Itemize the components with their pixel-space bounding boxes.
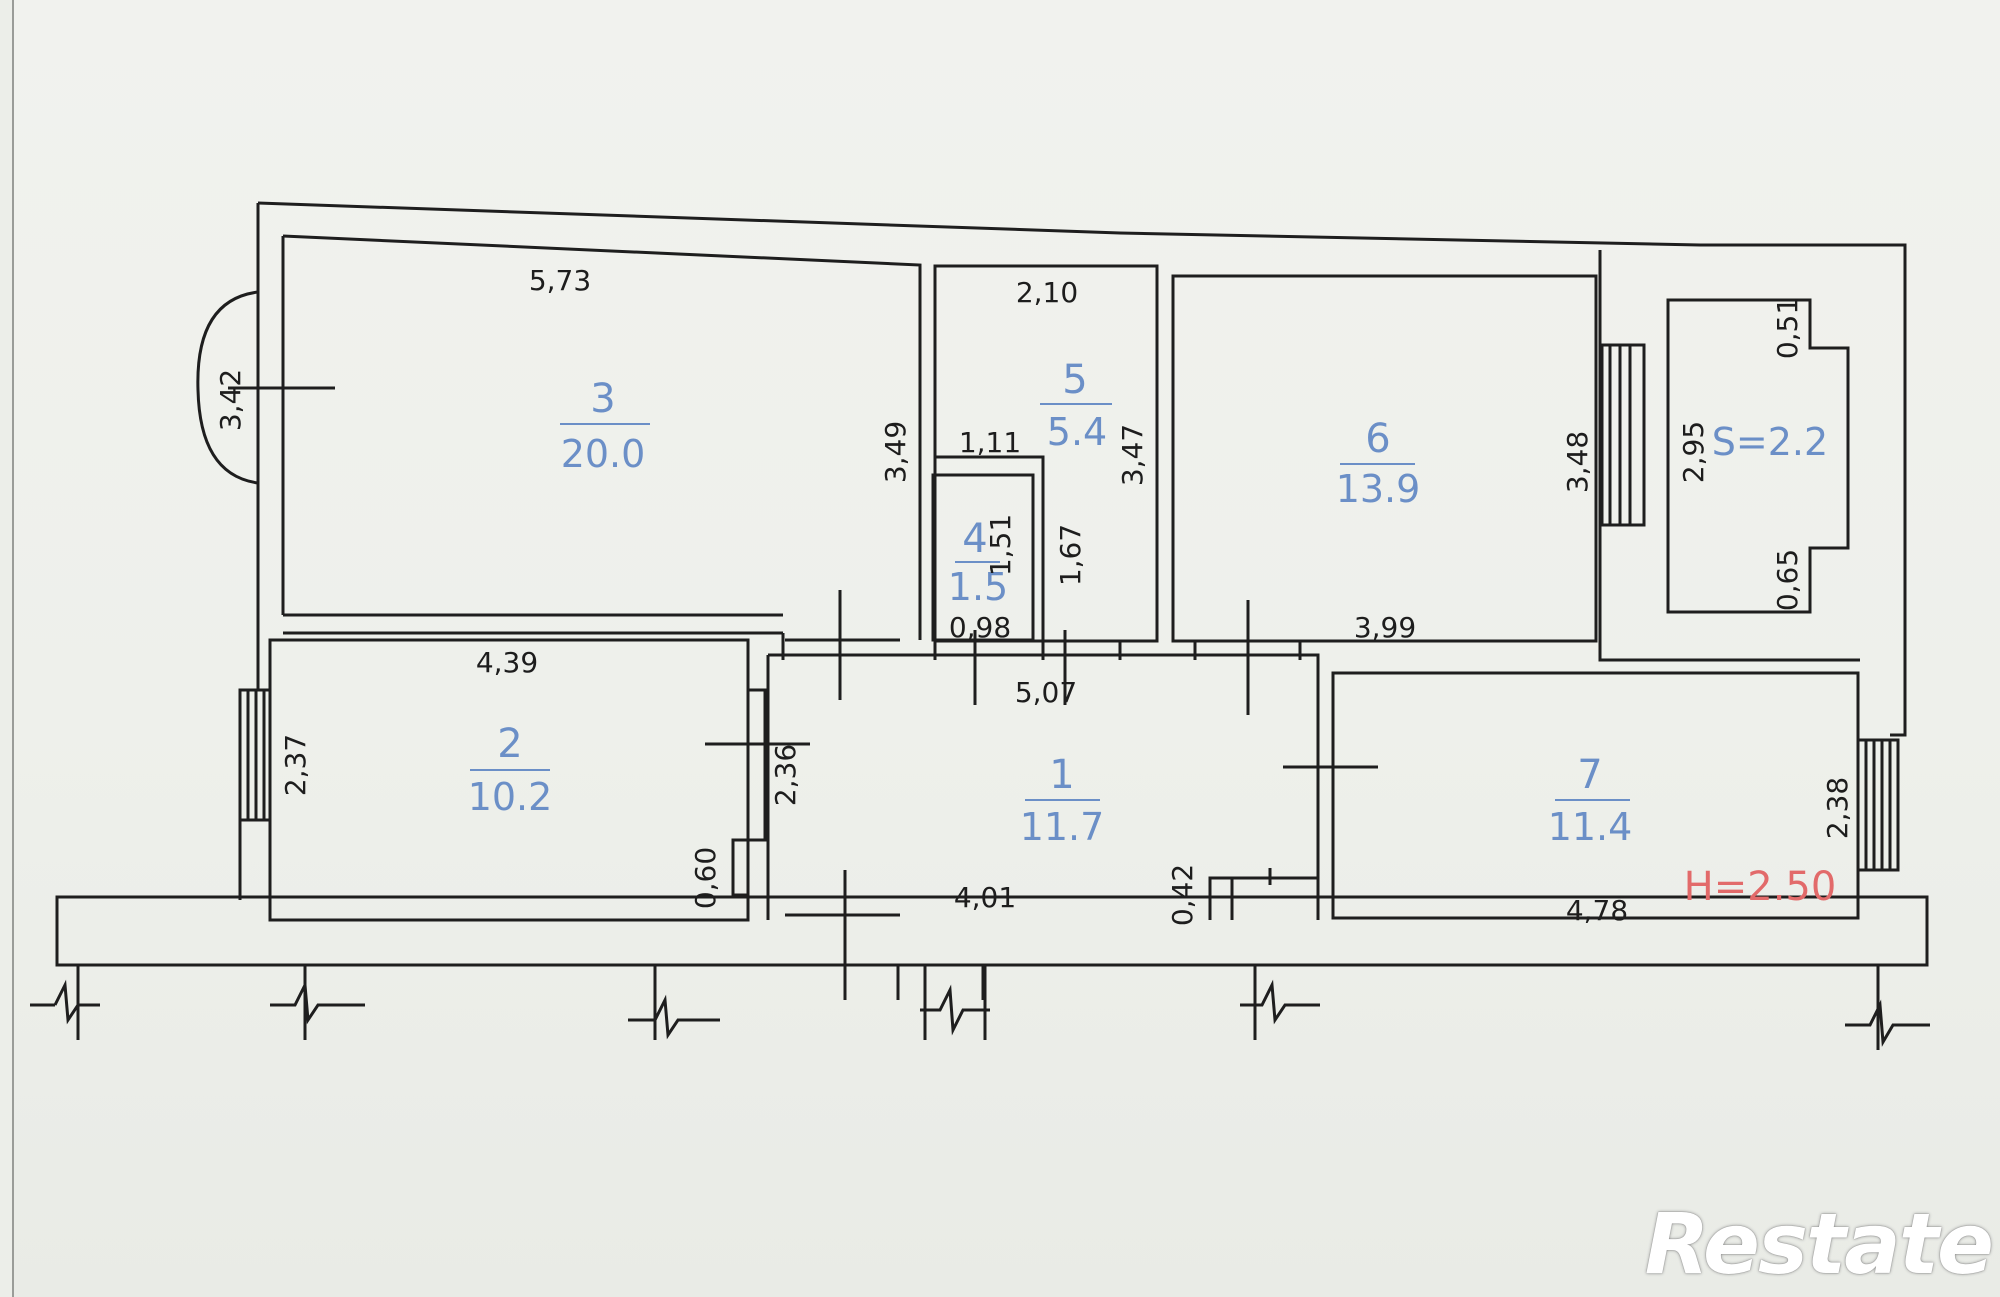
dim-room-6-height: 3,48 <box>1561 431 1594 493</box>
dim-room-3-height: 3,49 <box>879 421 912 483</box>
room-1-box <box>1208 876 1318 920</box>
watermark-text: Restate <box>1644 1195 1994 1293</box>
dim-balcony-bottom: 0,65 <box>1771 549 1804 611</box>
room-2-number: 2 <box>497 721 522 767</box>
room-6-outline <box>1171 274 1598 643</box>
room-4-number: 4 <box>962 516 987 562</box>
room-7-number: 7 <box>1577 752 1602 798</box>
window-room-6 <box>1600 343 1646 527</box>
room-5-number: 5 <box>1062 357 1087 403</box>
window-room-7 <box>1856 738 1900 872</box>
room-3-number: 3 <box>590 376 615 422</box>
dim-room-4-top: 1,11 <box>959 426 1021 459</box>
wall-6-balcony <box>1598 250 1860 662</box>
room-4-area: 1.5 <box>948 565 1008 609</box>
exterior-mark-1 <box>30 965 100 1040</box>
exterior-mark-5 <box>1240 965 1320 1040</box>
exterior-mark-4 <box>920 965 990 1040</box>
door-room-6 <box>1200 600 1300 715</box>
dim-room-1-box: 0,42 <box>1166 864 1199 926</box>
dim-room-1-bottom: 4,01 <box>954 881 1016 914</box>
dim-room-2-step: 0,60 <box>689 847 722 909</box>
dim-room-2-height: 2,37 <box>279 734 312 796</box>
dim-room-4-height: 1,51 <box>984 514 1017 576</box>
dim-room-5-width: 2,10 <box>1016 276 1078 309</box>
room-3-wall-top <box>282 234 922 640</box>
restate-watermark: Restate <box>1644 1195 1994 1293</box>
dim-balcony-top: 0,51 <box>1771 297 1804 359</box>
room-3-area: 20.0 <box>561 432 646 476</box>
ceiling-height: H=2.50 <box>1684 864 1837 910</box>
room-4-outline <box>931 473 1035 642</box>
dim-room-2-niche: 2,36 <box>769 744 802 806</box>
dim-balcony-height: 2,95 <box>1677 421 1710 483</box>
window-room-6-lines <box>1608 345 1632 525</box>
exterior-mark-2 <box>270 965 365 1040</box>
bay-window <box>196 290 259 485</box>
bay-window-lines <box>228 292 335 483</box>
outer-wall-top-right <box>257 201 1907 737</box>
dim-room-3-width: 5,73 <box>529 264 591 297</box>
entrance-stubs <box>896 965 985 1000</box>
door-stubs <box>933 641 1302 660</box>
paper-background <box>14 0 2000 1297</box>
room-1-area: 11.7 <box>1020 805 1105 849</box>
dim-room-7-height: 2,38 <box>1821 777 1854 839</box>
dim-room-2-width: 4,39 <box>476 646 538 679</box>
room-1-walls <box>768 653 1320 920</box>
dim-room-7-width: 4,78 <box>1566 894 1628 927</box>
dim-room-1-width: 5,07 <box>1015 676 1077 709</box>
balcony-area: S=2.2 <box>1712 420 1828 464</box>
room-6-number: 6 <box>1365 416 1390 462</box>
window-room-2-lines <box>246 690 266 820</box>
room-7-area: 11.4 <box>1548 805 1633 849</box>
dim-room-6-width: 3,99 <box>1354 611 1416 644</box>
exterior-mark-6 <box>1845 965 1930 1050</box>
window-room-7-lines <box>1864 740 1892 870</box>
dim-room-5-height: 3,47 <box>1116 424 1149 486</box>
room-5-outline <box>933 264 1159 643</box>
outer-wall-bottom <box>55 895 1929 967</box>
door-entrance <box>785 870 900 1000</box>
room-1-number: 1 <box>1049 752 1074 798</box>
door-room-3 <box>785 590 900 700</box>
room-6-area: 13.9 <box>1336 467 1421 511</box>
door-room-2 <box>705 700 810 790</box>
dim-room-4-side: 1,67 <box>1054 524 1087 586</box>
balcony-outline <box>1666 298 1850 614</box>
room-5-area: 5.4 <box>1047 410 1107 454</box>
room-2-area: 10.2 <box>468 775 553 819</box>
paper-edge <box>12 0 15 1297</box>
dim-bay-window: 3,42 <box>214 369 247 431</box>
exterior-mark-3 <box>628 965 720 1040</box>
room-4-partition <box>935 455 1045 641</box>
dim-room-4-width: 0,98 <box>949 611 1011 644</box>
room-2-niche <box>731 688 767 897</box>
